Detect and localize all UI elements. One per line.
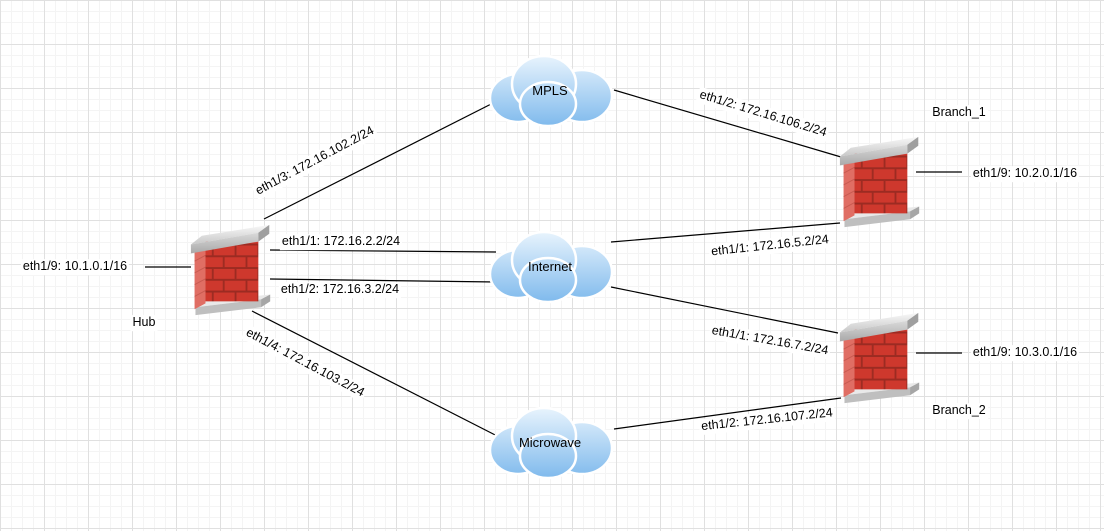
- edge-hub-internet-2[interactable]: [269, 278, 497, 283]
- branch1-lan-label[interactable]: eth1/9: 10.2.0.1/16: [970, 166, 1080, 182]
- node-mpls-cloud[interactable]: MPLS: [482, 52, 618, 128]
- edge-mpls-branch1[interactable]: [613, 89, 842, 158]
- edge-hub-microwave[interactable]: [251, 310, 506, 441]
- node-branch2-firewall[interactable]: [839, 309, 921, 412]
- firewall-icon: [190, 224, 271, 316]
- node-branch1-firewall[interactable]: [839, 133, 921, 236]
- firewall-icon: [839, 312, 920, 404]
- edge-hub-internet-1[interactable]: [269, 249, 497, 253]
- node-hub-firewall[interactable]: [190, 221, 272, 324]
- branch1-name-label[interactable]: Branch_1: [930, 105, 988, 121]
- link-label-hub-internet-1[interactable]: eth1/1: 172.16.2.2/24: [279, 234, 403, 250]
- hub-name-label[interactable]: Hub: [130, 315, 158, 331]
- internet-label: Internet: [527, 258, 573, 274]
- node-internet-cloud[interactable]: Internet: [482, 228, 618, 304]
- edge-hub-mpls[interactable]: [263, 96, 506, 220]
- edge-internet-branch1[interactable]: [610, 222, 841, 243]
- edge-microwave-branch2[interactable]: [613, 397, 842, 430]
- microwave-label: Microwave: [518, 434, 582, 450]
- branch2-lan-label[interactable]: eth1/9: 10.3.0.1/16: [970, 345, 1080, 361]
- hub-lan-label[interactable]: eth1/9: 10.1.0.1/16: [20, 259, 130, 275]
- firewall-icon: [839, 136, 920, 228]
- link-label-hub-internet-2[interactable]: eth1/2: 172.16.3.2/24: [278, 282, 402, 298]
- mpls-label: MPLS: [532, 82, 568, 98]
- branch2-name-label[interactable]: Branch_2: [930, 403, 988, 419]
- node-microwave-cloud[interactable]: Microwave: [482, 403, 618, 481]
- edge-internet-branch2[interactable]: [610, 286, 839, 334]
